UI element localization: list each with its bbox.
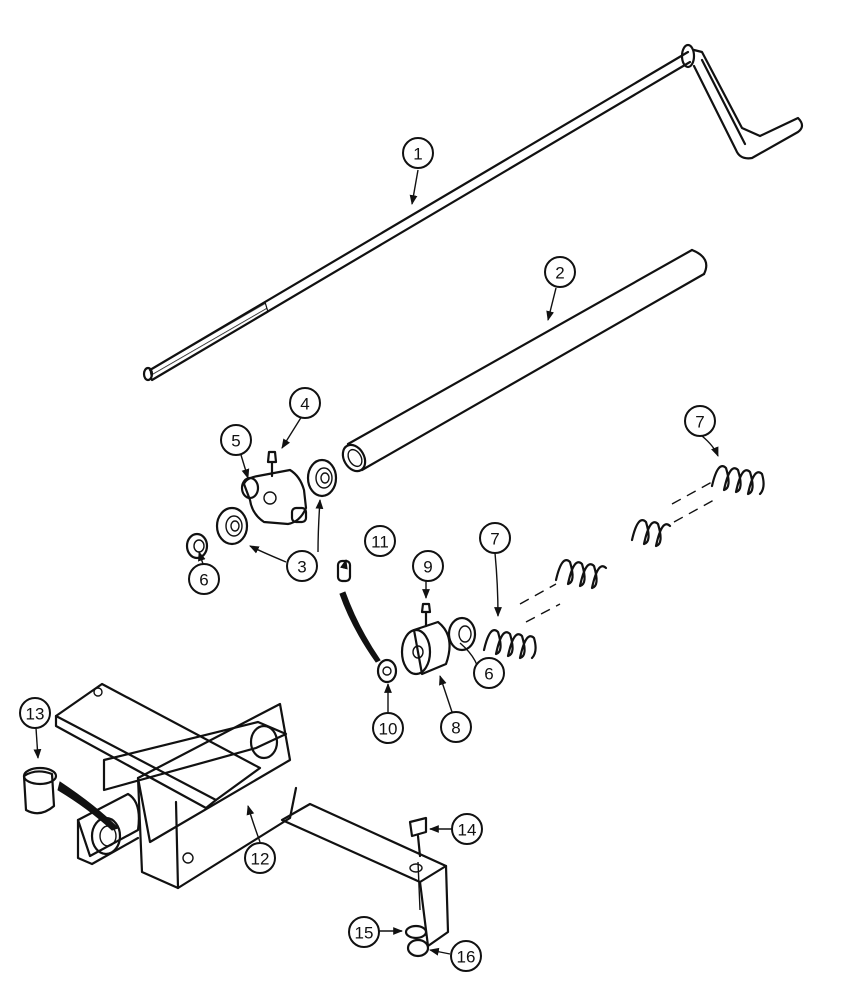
callout-label: 4	[300, 395, 309, 414]
callout-7-lower: 7	[479, 522, 511, 554]
callout-7-upper: 7	[684, 405, 716, 437]
part-springs	[482, 465, 765, 660]
callout-9: 9	[412, 550, 444, 582]
callout-6-left: 6	[188, 563, 220, 595]
callout-label: 9	[423, 558, 432, 577]
leader-lines	[33, 169, 719, 956]
callout-8: 8	[440, 711, 472, 743]
callout-16: 16	[450, 940, 482, 972]
part-rod-crank	[142, 43, 804, 382]
part-collar-assembly	[336, 559, 477, 684]
callout-label: 12	[251, 850, 270, 869]
part-bearing-housing	[185, 450, 338, 560]
callout-label: 6	[484, 665, 493, 684]
callout-label: 10	[379, 720, 398, 739]
callout-12: 12	[244, 842, 276, 874]
callout-5: 5	[220, 424, 252, 456]
callout-6-right: 6	[473, 657, 505, 689]
callout-label: 11	[371, 533, 389, 552]
callout-label: 15	[355, 924, 374, 943]
callout-label: 3	[297, 558, 306, 577]
callout-label: 1	[413, 145, 422, 164]
callout-11: 11	[364, 525, 396, 557]
callout-label: 14	[458, 821, 477, 840]
callout-14: 14	[451, 813, 483, 845]
part-tube	[341, 248, 708, 473]
callout-label: 16	[457, 948, 476, 967]
callout-label: 13	[26, 705, 45, 724]
callout-label: 6	[199, 571, 208, 590]
callout-10: 10	[372, 712, 404, 744]
callout-label: 8	[451, 719, 460, 738]
callout-label: 7	[695, 413, 704, 432]
callout-2: 2	[544, 256, 576, 288]
callout-label: 2	[555, 264, 564, 283]
callout-13: 13	[19, 697, 51, 729]
part-bracket	[22, 682, 450, 958]
callout-4: 4	[289, 387, 321, 419]
callout-label: 7	[490, 530, 499, 549]
callout-3: 3	[286, 550, 318, 582]
callout-1: 1	[402, 137, 434, 169]
callout-label: 5	[231, 432, 240, 451]
callout-15: 15	[348, 916, 380, 948]
